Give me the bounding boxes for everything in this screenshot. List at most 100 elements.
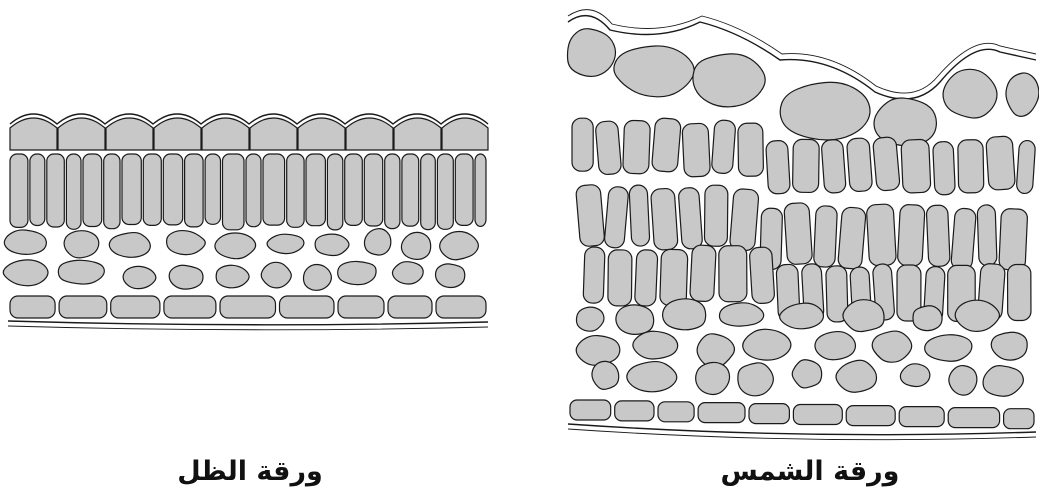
palisade-cell: [729, 188, 759, 251]
spongy-mesophyll-cell: [743, 329, 791, 360]
spongy-mesophyll-cell: [4, 230, 46, 254]
spongy-mesophyll-cell: [440, 232, 479, 260]
palisade-cell: [977, 205, 997, 267]
palisade-cell: [205, 154, 220, 224]
lower-epidermis-cell: [570, 400, 611, 420]
palisade-cell: [738, 123, 764, 176]
palisade-cell: [122, 154, 141, 225]
palisade-cell: [792, 139, 819, 192]
palisade-cell: [838, 207, 867, 270]
lower-epidermis-cell: [698, 403, 745, 423]
palisade-cell: [608, 250, 632, 306]
palisade-cell: [421, 154, 436, 230]
upper-epidermis-cell: [346, 118, 393, 150]
lower-cuticle: [8, 321, 488, 325]
palisade-cell: [306, 154, 325, 226]
spongy-mesophyll-cell: [955, 300, 999, 331]
upper-epidermis-cell: [202, 118, 249, 150]
palisade-cell: [623, 120, 651, 174]
palisade-cell: [604, 186, 629, 248]
palisade-cell: [821, 139, 846, 193]
palisade-cell: [766, 140, 791, 194]
lower-epidermis-cell: [436, 296, 486, 318]
palisade-cell: [287, 154, 304, 227]
palisade-cell: [690, 245, 717, 302]
spongy-mesophyll-cell: [338, 261, 376, 284]
spongy-mesophyll-cell: [315, 234, 349, 255]
spongy-mesophyll-cell: [815, 332, 856, 360]
lower-epidermis-cell: [948, 408, 999, 428]
lower-epidermis-cell: [846, 406, 895, 426]
palisade-cell: [682, 123, 710, 177]
palisade-cell: [986, 136, 1016, 191]
palisade-cell: [678, 187, 703, 249]
upper-epidermis-cell: [58, 118, 105, 150]
palisade-cell: [66, 154, 81, 229]
spongy-mesophyll-cell: [364, 229, 390, 255]
palisade-cell: [572, 118, 593, 171]
lower-epidermis-cell: [388, 296, 432, 318]
spongy-mesophyll-cell: [267, 234, 304, 253]
palisade-cell: [10, 154, 28, 227]
lower-epidermis-cell: [338, 296, 384, 318]
lower-epidermis-cell: [10, 296, 55, 318]
spongy-mesophyll-cell: [836, 360, 877, 392]
palisade-cell: [595, 120, 622, 175]
spongy-mesophyll-cell: [949, 366, 977, 396]
palisade-cell: [958, 140, 984, 193]
palisade-cell: [873, 136, 901, 191]
spongy-mesophyll-cell: [792, 360, 821, 388]
palisade-cell: [749, 247, 775, 304]
palisade-cell: [719, 246, 747, 302]
palisade-cell: [866, 204, 896, 266]
palisade-cell: [933, 141, 956, 195]
upper-epidermis-cell: [250, 118, 297, 150]
spongy-mesophyll-cell: [392, 262, 423, 284]
lower-epidermis-cell: [164, 296, 216, 318]
palisade-cell: [897, 204, 925, 266]
sun-leaf-cross-section: [567, 10, 1038, 440]
lower-epidermis-cell: [793, 405, 842, 425]
palisade-cell: [437, 154, 453, 229]
spongy-mesophyll-cell: [616, 305, 654, 335]
palisade-cell: [163, 154, 182, 225]
spongy-mesophyll-cell: [215, 233, 256, 259]
palisade-cell: [999, 208, 1028, 270]
spongy-mesophyll-cell: [925, 335, 972, 361]
palisade-cell: [104, 154, 120, 229]
spongy-mesophyll-cell: [633, 331, 678, 359]
palisade-cell: [223, 154, 245, 230]
upper-epidermis-cell: [154, 118, 201, 150]
lower-epidermis-cell: [280, 296, 335, 318]
spongy-mesophyll-cell: [167, 231, 206, 255]
spongy-mesophyll-cell: [719, 303, 763, 326]
spongy-mesophyll-cell: [169, 265, 203, 289]
spongy-mesophyll-cell: [627, 362, 677, 392]
spongy-mesophyll-cell: [303, 265, 331, 291]
palisade-cell: [1008, 264, 1031, 320]
lower-cuticle-outer: [8, 326, 488, 330]
palisade-cell: [575, 184, 605, 247]
lower-epidermis-cell: [59, 296, 107, 318]
spongy-mesophyll-cell: [58, 260, 104, 284]
palisade-cell: [143, 154, 161, 225]
spongy-mesophyll-cell: [983, 366, 1023, 397]
palisade-cell: [30, 154, 45, 226]
upper-epidermis-cell: [298, 118, 345, 150]
spongy-mesophyll-cell: [663, 299, 706, 330]
upper-epidermis-cell: [442, 118, 488, 150]
shade-leaf-label: ورقة الظل: [150, 452, 350, 492]
upper-epidermis-cell: [693, 54, 765, 107]
lower-epidermis-cell: [220, 296, 276, 318]
palisade-cell: [583, 247, 605, 304]
palisade-cell: [629, 185, 650, 247]
palisade-cell: [402, 154, 419, 226]
palisade-cell: [385, 154, 400, 229]
spongy-mesophyll-cell: [900, 364, 929, 387]
palisade-cell: [813, 206, 837, 268]
upper-epidermis-cell: [1006, 73, 1039, 116]
lower-epidermis-cell: [615, 401, 654, 421]
upper-epidermis-cell: [780, 82, 870, 140]
spongy-mesophyll-cell: [576, 307, 604, 331]
